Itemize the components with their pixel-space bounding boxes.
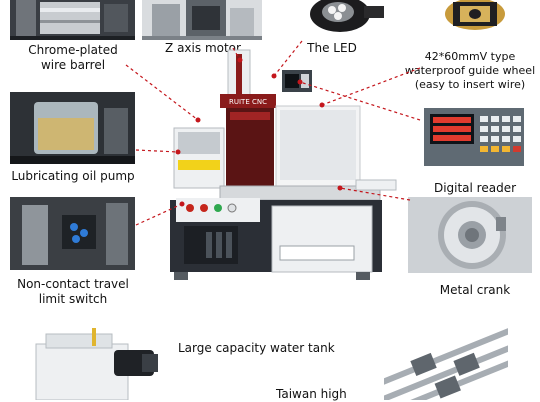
guide-wheel-label-line3: (easy to insert wire) <box>414 78 526 91</box>
limit-switch-label-line1: Non-contact travel <box>17 277 129 291</box>
led-label: The LED <box>307 41 357 55</box>
chrome-barrel-label-line1: Chrome-plated <box>28 43 118 57</box>
wire-edm-machine: RUITE CNC <box>160 46 400 282</box>
wire-barrel-photo <box>10 0 135 40</box>
chrome-barrel-label: Chrome-plated wire barrel <box>12 43 134 73</box>
guide-wheel-label-line1: 42*60mmV type <box>424 50 516 63</box>
guide-wheel-label-line2: waterproof guide wheel <box>404 64 536 77</box>
linear-guide-photo <box>384 328 508 400</box>
guide-wheel-photo <box>420 0 530 40</box>
led-photo <box>272 0 390 38</box>
z-axis-motor-label: Z axis motor <box>165 41 241 55</box>
z-axis-motor-photo <box>142 0 262 40</box>
taiwan-label: Taiwan high <box>276 387 347 401</box>
chrome-barrel-label-line2: wire barrel <box>40 58 106 72</box>
water-tank-photo <box>32 328 164 400</box>
oil-pump-photo <box>10 92 135 164</box>
digital-reader-photo <box>418 100 530 170</box>
limit-switch-label-line2: limit switch <box>38 292 108 306</box>
oil-pump-label: Lubricating oil pump <box>11 169 135 183</box>
guide-wheel-label: 42*60mmV type waterproof guide wheel (ea… <box>400 50 540 92</box>
limit-switch-label: Non-contact travel limit switch <box>8 277 138 307</box>
digital-reader-label: Digital reader <box>433 181 517 195</box>
metal-crank-photo <box>408 197 532 273</box>
metal-crank-label: Metal crank <box>439 283 511 297</box>
machine-brand-plate: RUITE CNC <box>229 98 267 106</box>
water-tank-label: Large capacity water tank <box>178 341 335 355</box>
limit-switch-photo <box>10 197 135 270</box>
